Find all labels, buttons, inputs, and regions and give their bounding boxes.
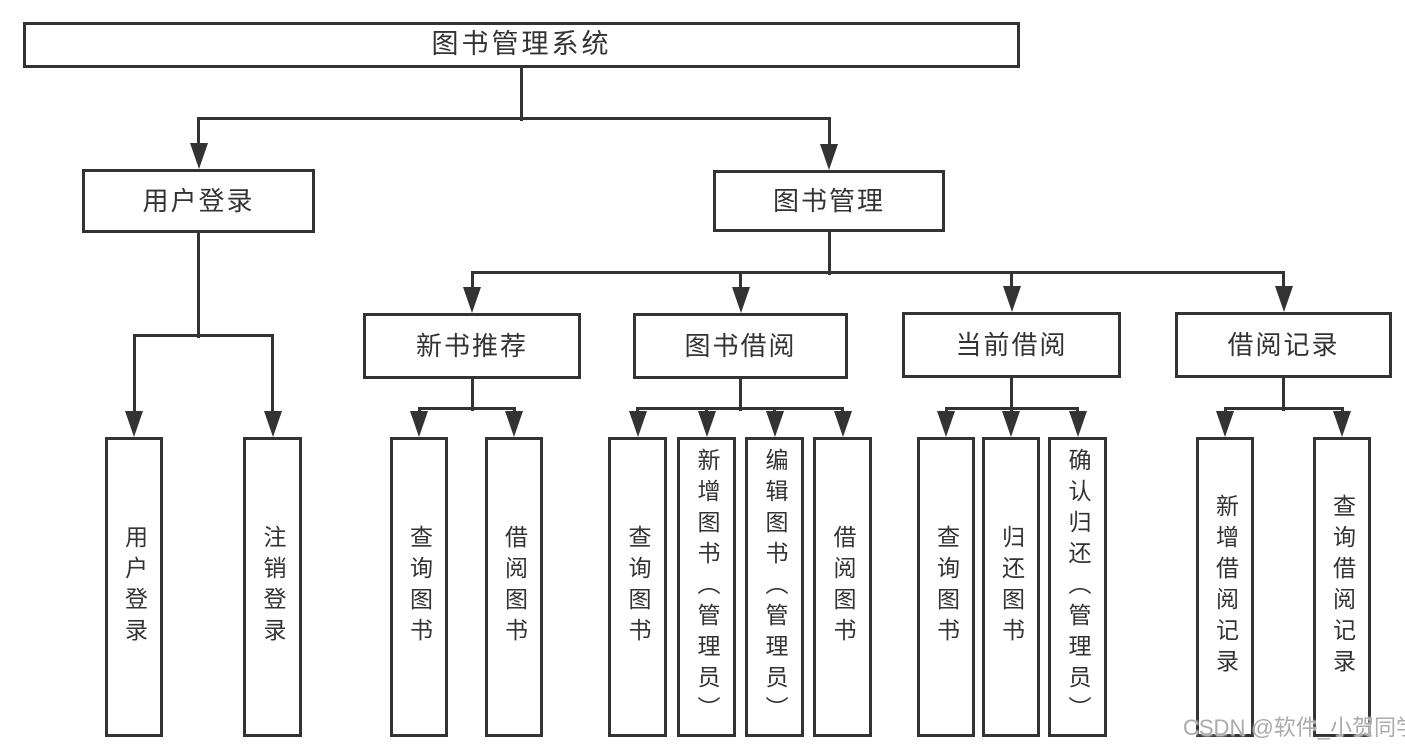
node-label-new-books: 新书推荐: [415, 330, 528, 361]
node-label-leaf-cb-return: 归还图书: [998, 525, 1025, 649]
connector-stem-root: [520, 68, 523, 121]
node-leaf-bb-add: 新增图书（管理员）: [677, 437, 736, 737]
node-leaf-user-login: 用户登录: [105, 437, 163, 737]
node-leaf-logout: 注销登录: [243, 437, 302, 737]
node-label-leaf-user-login: 用户登录: [121, 525, 148, 649]
arrowhead-down-icon-leaf-cb-return: [1002, 411, 1020, 437]
node-leaf-cb-confirm: 确认归还（管理员）: [1048, 437, 1107, 737]
connector-rail-book-mgmt: [470, 270, 1285, 274]
node-label-leaf-bb-borrow: 借阅图书: [830, 525, 856, 649]
watermark-text: CSDN @软件_小贺同学: [1183, 715, 1405, 740]
connector-stem-book-borrow: [739, 379, 742, 411]
arrowhead-down-icon-user-login: [189, 143, 208, 169]
arrowhead-down-icon-leaf-bb-borrow: [833, 411, 852, 437]
node-book-borrow: 图书借阅: [633, 313, 848, 379]
node-label-leaf-nb-query: 查询图书: [406, 525, 433, 649]
arrowhead-down-icon-borrow-records: [1274, 286, 1293, 312]
arrowhead-down-icon-book-mgmt: [820, 144, 838, 170]
connector-rail-root: [197, 116, 831, 120]
connector-rail-user-login: [132, 333, 274, 337]
node-leaf-nb-borrow: 借阅图书: [485, 437, 543, 737]
node-book-mgmt: 图书管理: [713, 170, 945, 232]
node-label-book-borrow: 图书借阅: [684, 330, 797, 361]
node-label-leaf-logout: 注销登录: [260, 525, 286, 649]
arrowhead-down-icon-current-borrow: [1002, 286, 1021, 312]
connector-rail-book-borrow: [636, 406, 844, 410]
arrowhead-down-icon-book-borrow: [731, 287, 750, 313]
arrowhead-down-icon-leaf-logout: [263, 411, 282, 437]
node-label-current-borrow: 当前借阅: [955, 329, 1068, 360]
node-leaf-bb-query: 查询图书: [608, 437, 667, 737]
arrowhead-down-icon-leaf-bb-add: [697, 411, 716, 437]
node-label-leaf-cb-confirm: 确认归还（管理员）: [1065, 447, 1091, 727]
connector-drop-current-borrow: [1010, 270, 1013, 296]
node-label-leaf-bb-query: 查询图书: [625, 525, 651, 649]
arrowhead-down-icon-leaf-nb-borrow: [505, 411, 523, 437]
connector-rail-borrow-records: [1223, 406, 1344, 410]
arrowhead-down-icon-new-books: [463, 287, 481, 313]
arrowhead-down-icon-leaf-user-login: [125, 411, 143, 437]
connector-drop-leaf-user-login: [132, 333, 136, 421]
connector-drop-book-borrow: [739, 270, 742, 297]
connector-stem-new-books: [470, 379, 474, 411]
arrowhead-down-icon-leaf-cb-confirm: [1068, 411, 1087, 437]
node-leaf-rec-query: 查询借阅记录: [1313, 437, 1371, 737]
node-label-root: 图书管理系统: [431, 29, 612, 60]
node-user-login: 用户登录: [82, 169, 315, 233]
node-leaf-cb-return: 归还图书: [982, 437, 1040, 737]
connector-rail-new-books: [417, 406, 516, 410]
connector-drop-user-login: [197, 116, 200, 153]
node-label-user-login: 用户登录: [142, 185, 255, 216]
node-leaf-bb-borrow: 借阅图书: [813, 437, 872, 737]
connector-stem-user-login: [197, 233, 200, 338]
node-root: 图书管理系统: [23, 22, 1020, 68]
connector-drop-borrow-records: [1282, 270, 1285, 296]
node-label-leaf-nb-borrow: 借阅图书: [501, 525, 528, 649]
connector-stem-current-borrow: [1010, 378, 1013, 411]
node-current-borrow: 当前借阅: [902, 312, 1121, 378]
node-leaf-cb-query: 查询图书: [917, 437, 975, 737]
node-label-book-mgmt: 图书管理: [772, 185, 885, 216]
arrowhead-down-icon-leaf-bb-edit: [765, 411, 784, 437]
connector-stem-book-mgmt: [827, 232, 831, 275]
arrowhead-down-icon-leaf-bb-query: [628, 411, 647, 437]
connector-stem-borrow-records: [1282, 378, 1285, 411]
connector-drop-book-mgmt: [827, 116, 831, 154]
arrowhead-down-icon-leaf-nb-query: [410, 411, 428, 437]
node-leaf-rec-add: 新增借阅记录: [1196, 437, 1254, 737]
node-label-leaf-bb-edit: 编辑图书（管理员）: [762, 447, 788, 727]
connector-drop-leaf-logout: [271, 333, 274, 421]
node-leaf-nb-query: 查询图书: [390, 437, 448, 737]
arrowhead-down-icon-leaf-cb-query: [937, 411, 955, 437]
node-label-leaf-bb-add: 新增图书（管理员）: [694, 447, 720, 727]
node-new-books: 新书推荐: [363, 313, 581, 379]
arrowhead-down-icon-leaf-rec-query: [1333, 411, 1351, 437]
connector-drop-new-books: [470, 270, 474, 297]
node-borrow-records: 借阅记录: [1175, 312, 1392, 378]
node-label-leaf-cb-query: 查询图书: [933, 525, 960, 649]
node-label-leaf-rec-add: 新增借阅记录: [1212, 494, 1239, 680]
node-label-borrow-records: 借阅记录: [1227, 329, 1340, 360]
node-leaf-bb-edit: 编辑图书（管理员）: [745, 437, 804, 737]
node-label-leaf-rec-query: 查询借阅记录: [1329, 494, 1356, 680]
arrowhead-down-icon-leaf-rec-add: [1216, 411, 1234, 437]
